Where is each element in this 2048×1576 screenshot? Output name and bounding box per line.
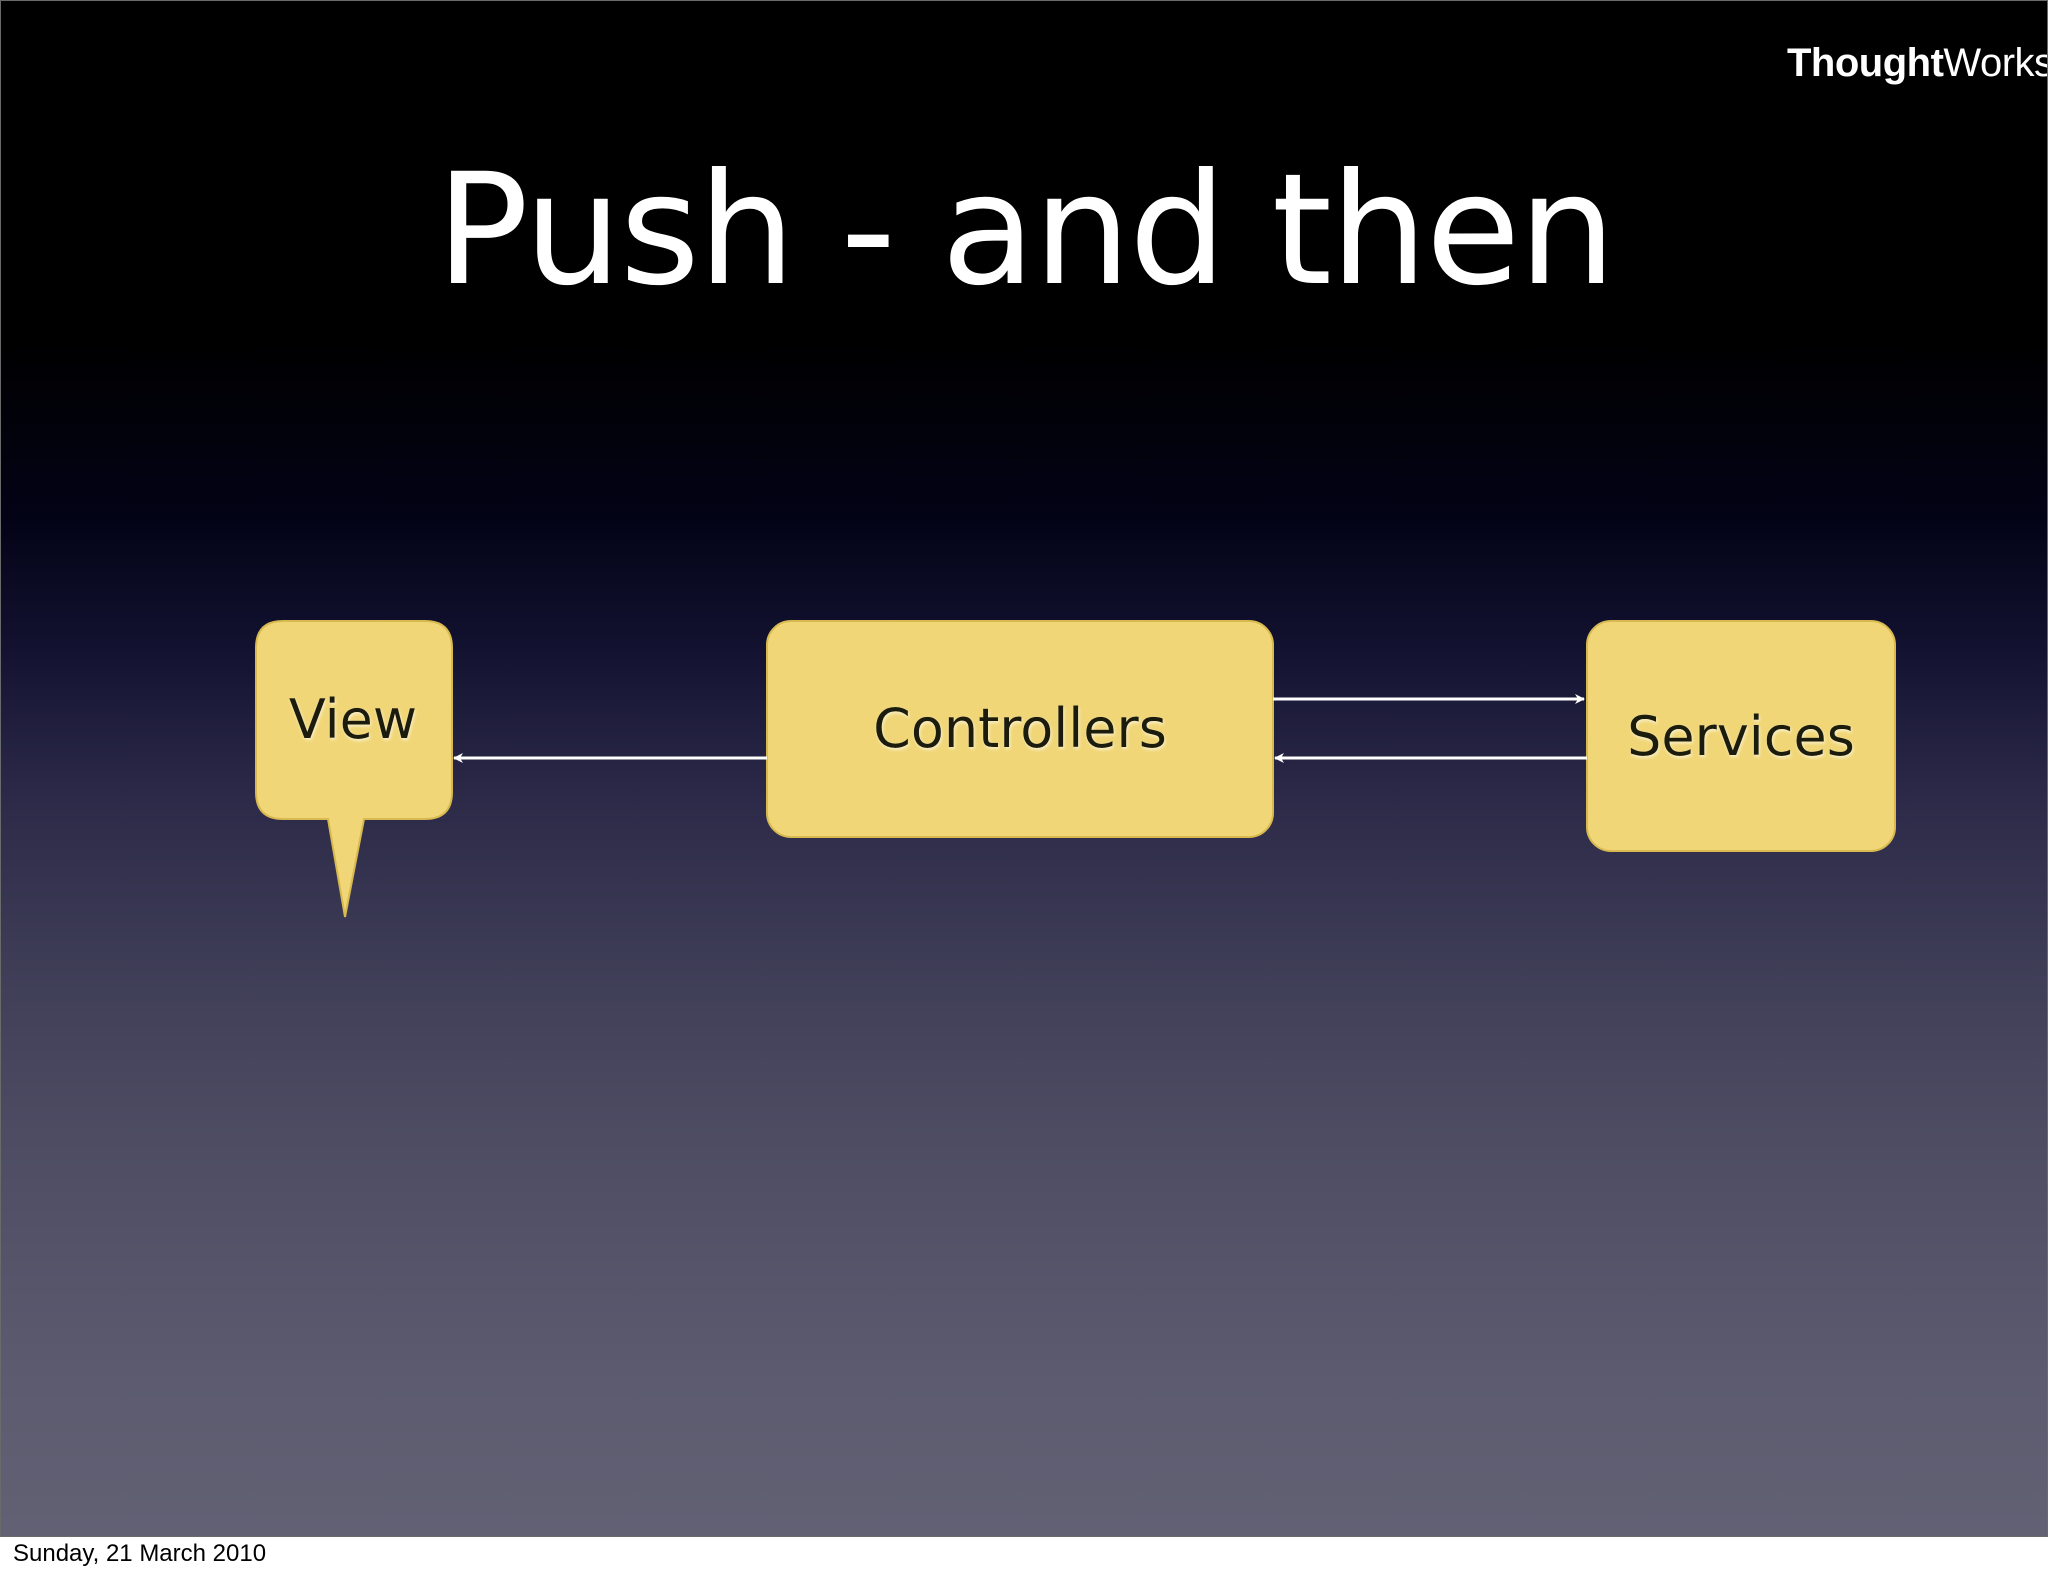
node-controllers: Controllers xyxy=(766,620,1274,838)
node-services: Services xyxy=(1586,620,1896,852)
footer-date: Sunday, 21 March 2010 xyxy=(13,1540,267,1567)
node-controllers-label: Controllers xyxy=(873,697,1167,760)
architecture-diagram: View Controllers Services xyxy=(255,620,1896,918)
node-view: View xyxy=(255,620,453,918)
logo-regular-text: Works xyxy=(1943,41,2048,85)
node-view-label: View xyxy=(289,688,417,751)
logo-bold-text: Thought xyxy=(1787,41,1944,85)
node-services-label: Services xyxy=(1627,705,1855,768)
slide-title: Push - and then xyxy=(435,141,1616,320)
